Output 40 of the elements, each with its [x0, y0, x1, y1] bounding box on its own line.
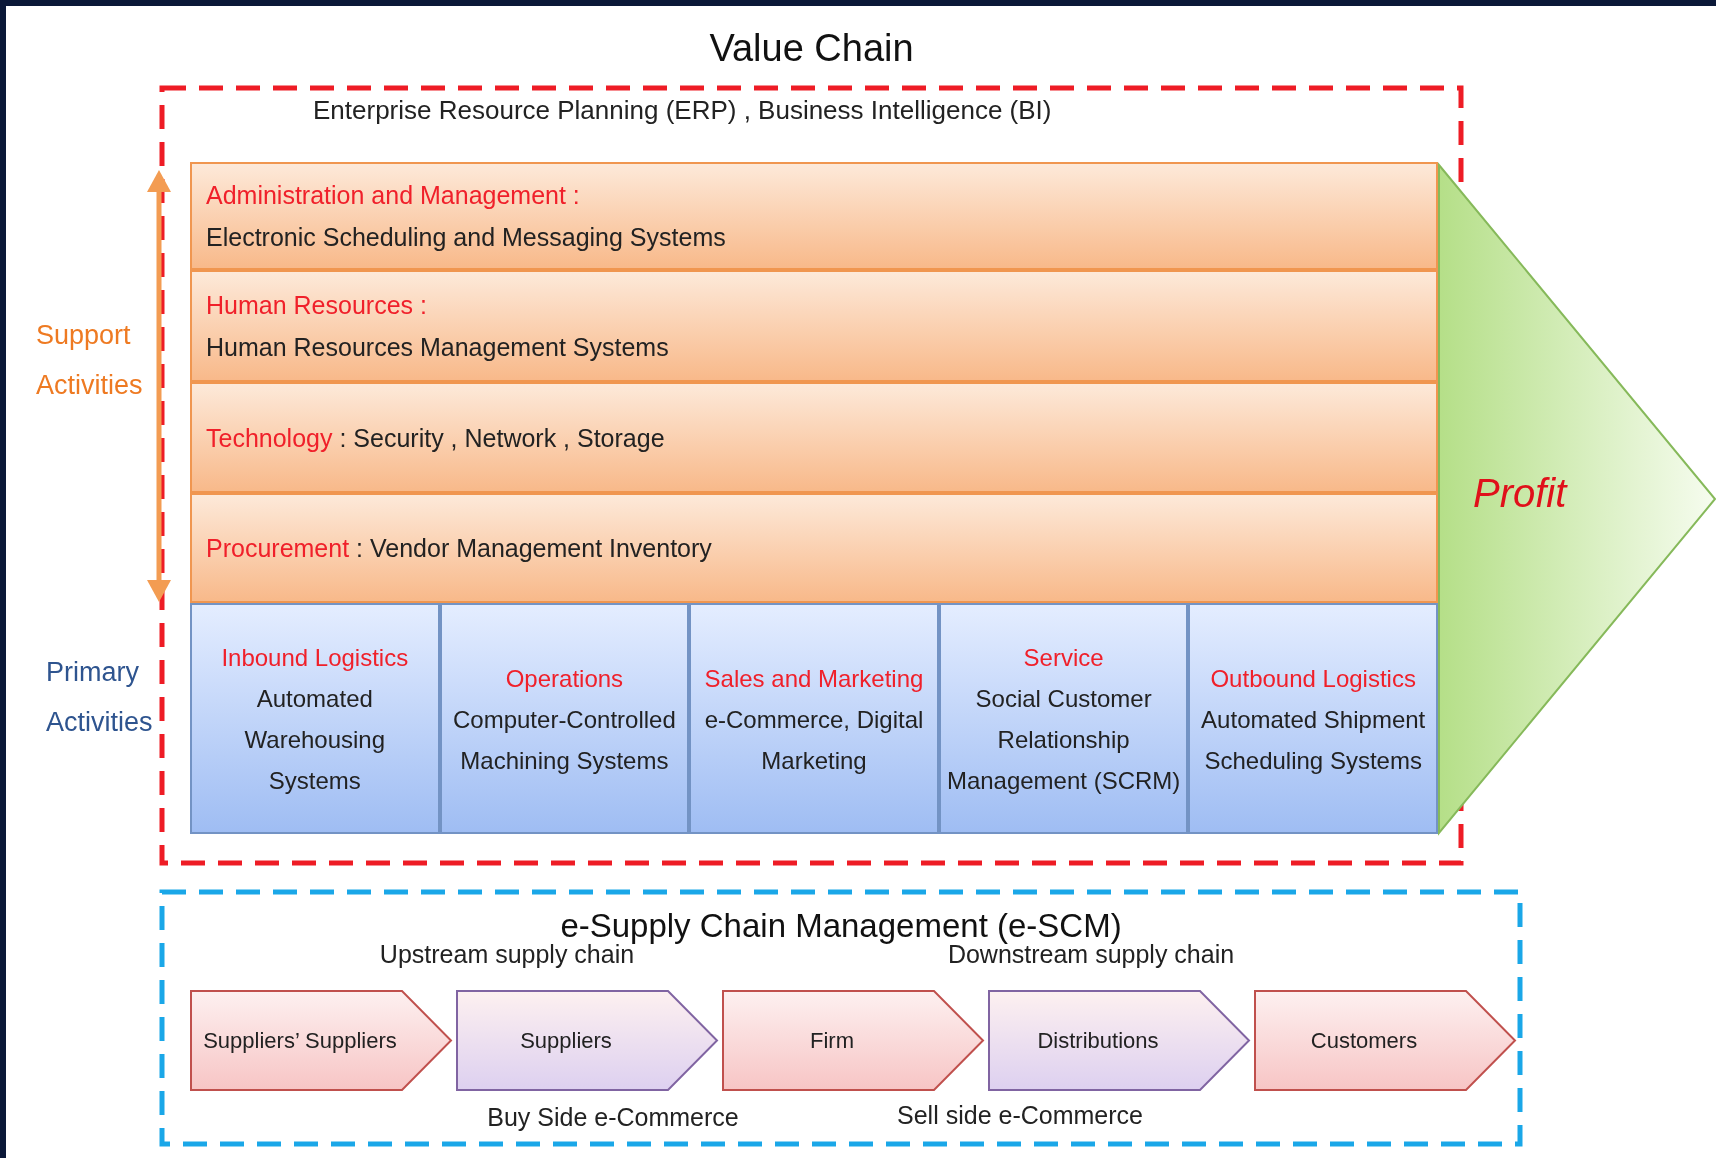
primary-activity-box	[439, 603, 690, 834]
activity-name: Operations	[504, 663, 625, 694]
activity-systems: Human Resources Management Systems	[206, 333, 669, 361]
activity-systems: e-Commerce, Digital Marketing	[703, 704, 925, 776]
side-label: Support Activities	[36, 319, 144, 402]
activity-systems: Computer-Controlled Machining Systems	[452, 704, 677, 776]
support-activity-band	[190, 382, 1438, 493]
activity-name: Human Resources :	[206, 291, 427, 319]
chain-label: Sell side e-Commerce	[897, 1101, 1143, 1130]
activity-systems: Automated Warehousing Systems	[243, 683, 387, 796]
activity-name: Administration and Management :	[206, 181, 580, 209]
support-activity-band	[190, 493, 1438, 603]
section-heading: e-Supply Chain Management (e-SCM)	[559, 907, 1123, 944]
activity-name: Sales and Marketing	[703, 663, 925, 694]
activity-systems: : Security , Network , Storage	[339, 423, 665, 452]
activity-name: Procurement	[206, 534, 350, 562]
chevron-label: Distributions	[1036, 1027, 1160, 1054]
chevron-label: Firm	[809, 1027, 855, 1054]
primary-activity-box	[1188, 603, 1438, 834]
primary-activity-box	[938, 603, 1189, 834]
activity-name: Technology	[206, 423, 333, 452]
activity-systems: Electronic Scheduling and Messaging Systems	[206, 223, 726, 251]
diagram-title: Value Chain	[708, 27, 915, 70]
chain-label: Buy Side e-Commerce	[487, 1103, 739, 1132]
chevron-label: Suppliers’ Suppliers	[202, 1027, 398, 1054]
side-label: Primary Activities	[46, 656, 154, 739]
activity-systems: : Vendor Management Inventory	[356, 534, 712, 562]
activity-name: Outbound Logistics	[1209, 663, 1417, 694]
activity-systems: Social Customer Relationship Management (SCRM)	[946, 683, 1181, 796]
support-activity-band	[190, 270, 1438, 382]
activity-name: Service	[1022, 642, 1105, 673]
activity-systems: Automated Shipment Scheduling Systems	[1200, 704, 1427, 776]
section-heading: Enterprise Resource Planning (ERP) , Business Intelligence (BI)	[313, 95, 1052, 126]
primary-activity-box	[689, 603, 939, 834]
profit-label: Profit	[1473, 471, 1567, 516]
primary-activity-box	[190, 603, 440, 834]
chevron-label: Suppliers	[519, 1027, 613, 1054]
support-activity-band	[190, 162, 1438, 270]
chevron-label: Customers	[1309, 1027, 1419, 1054]
activity-name: Inbound Logistics	[220, 642, 410, 673]
